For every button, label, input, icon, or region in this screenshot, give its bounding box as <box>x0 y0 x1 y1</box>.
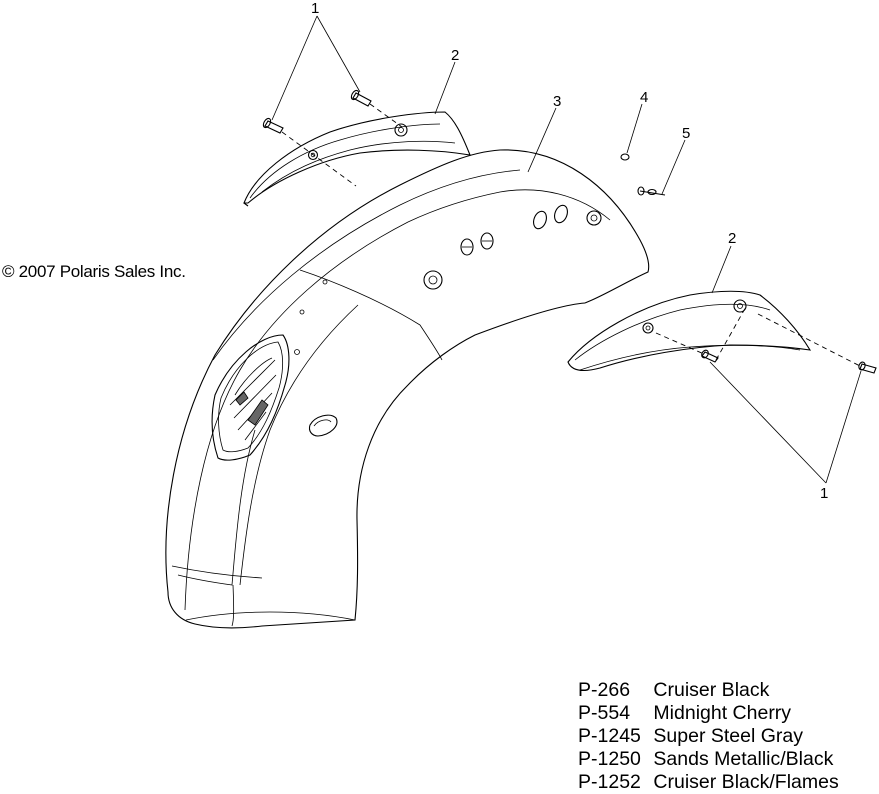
legend-code: P-554 <box>578 702 631 724</box>
bolts <box>262 89 877 374</box>
legend-row: P-554 Midnight Cherry <box>578 702 839 725</box>
front-fender <box>165 149 650 629</box>
callout-4: 4 <box>640 89 648 106</box>
legend-row: P-1245 Super Steel Gray <box>578 725 839 748</box>
legend-color-name: Cruiser Black <box>653 679 770 701</box>
legend-color-name: Midnight Cherry <box>653 702 792 724</box>
legend-row: P-1252 Cruiser Black/Flames <box>578 771 839 794</box>
callout-1-top: 1 <box>311 0 319 17</box>
legend-code: P-1252 <box>578 771 641 793</box>
legend-color-name: Sands Metallic/Black <box>653 748 834 770</box>
right-rail <box>567 290 812 372</box>
callout-3: 3 <box>553 93 561 110</box>
legend-color-name: Cruiser Black/Flames <box>653 771 839 793</box>
legend-code: P-266 <box>578 679 631 701</box>
callout-2-top: 2 <box>451 47 459 64</box>
callout-2-right: 2 <box>728 230 736 247</box>
fender-emblem <box>211 334 290 461</box>
leader-lines <box>271 15 862 484</box>
legend-code: P-1250 <box>578 748 641 770</box>
legend-code: P-1245 <box>578 725 641 747</box>
callout-5: 5 <box>682 125 690 142</box>
fender-holes <box>294 204 602 437</box>
alignment-lines <box>281 103 861 367</box>
legend-row: P-1250 Sands Metallic/Black <box>578 748 839 771</box>
callout-1-bottom: 1 <box>820 485 828 502</box>
legend-row: P-266 Cruiser Black <box>578 679 839 702</box>
copyright-text: © 2007 Polaris Sales Inc. <box>2 262 186 281</box>
paint-color-legend: P-266 Cruiser Black P-554 Midnight Cherr… <box>578 679 839 794</box>
upper-rail <box>243 111 471 207</box>
legend-color-name: Super Steel Gray <box>653 725 803 747</box>
